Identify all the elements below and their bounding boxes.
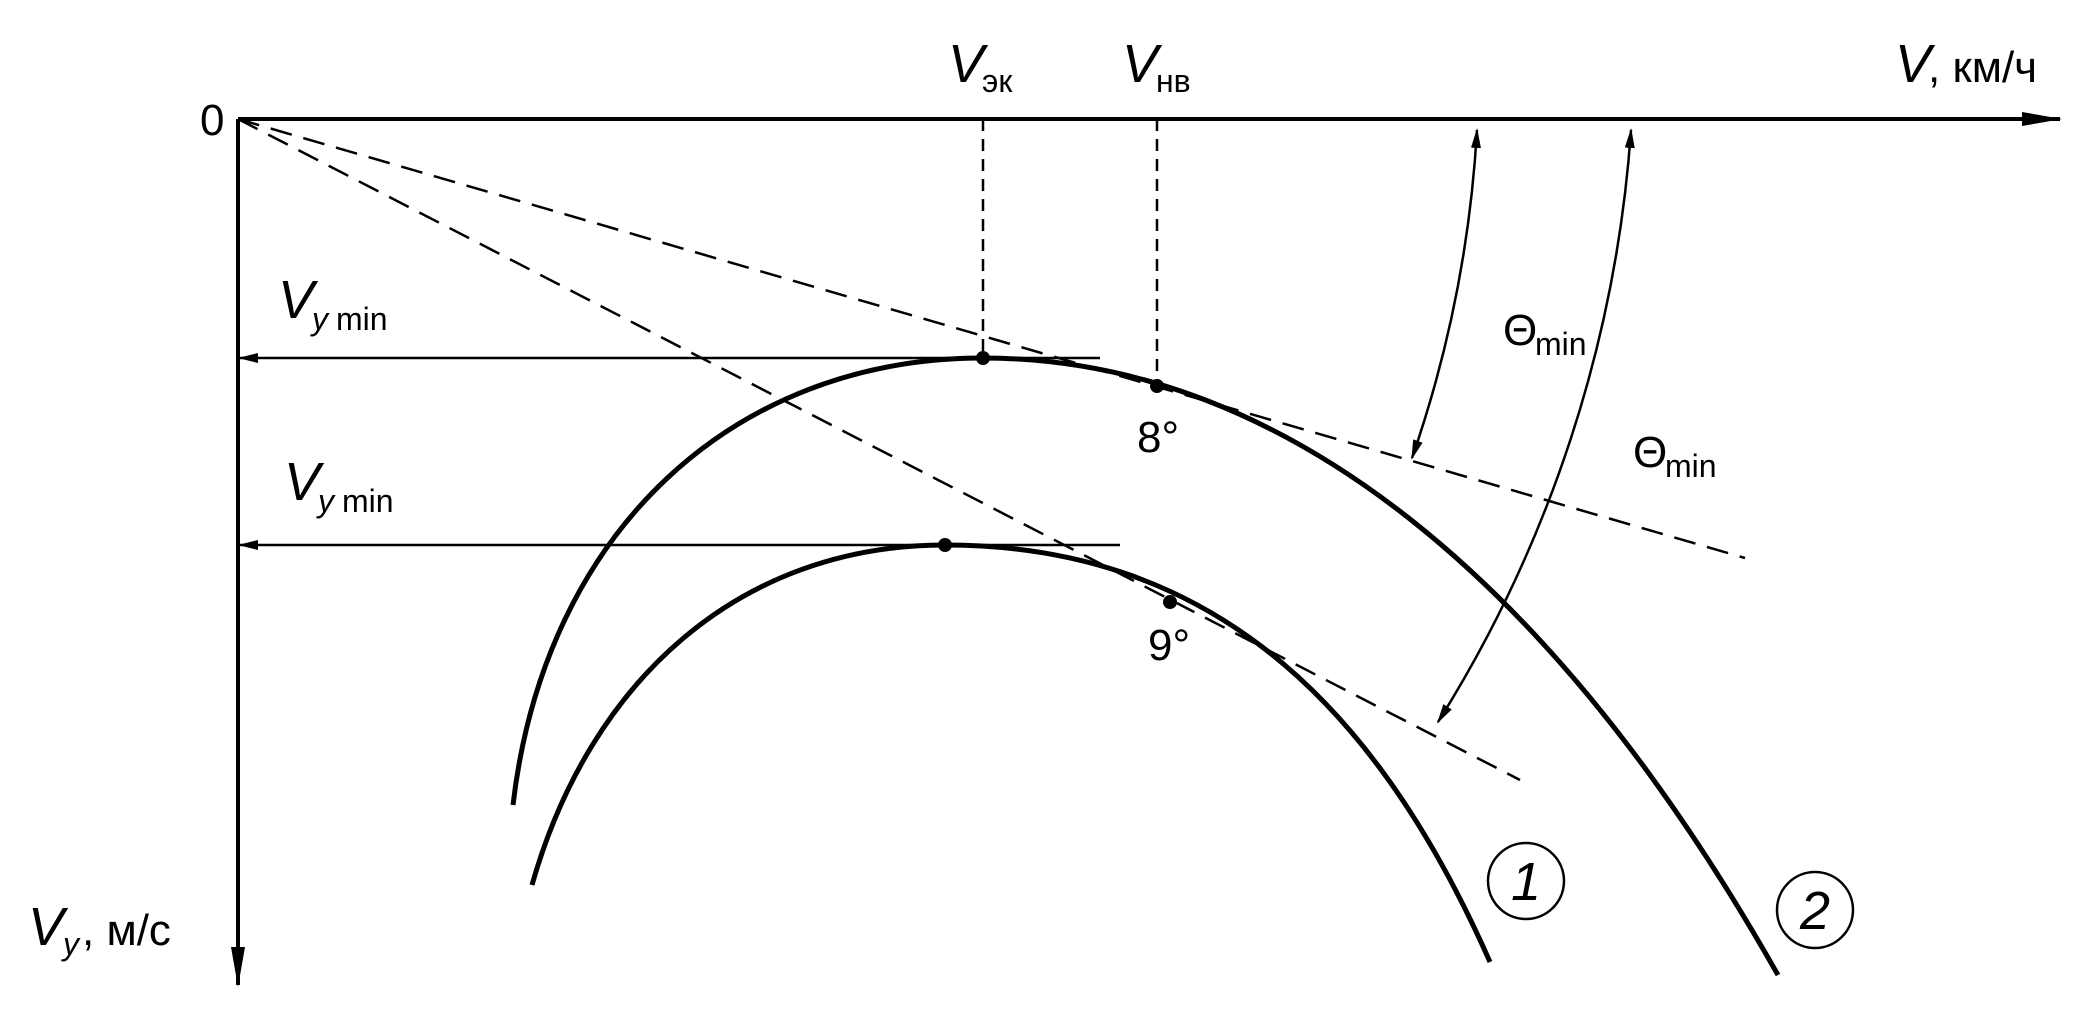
origin-label: 0 [200, 96, 224, 145]
svg-text:y: y [310, 301, 330, 337]
svg-text:V: V [948, 34, 989, 94]
svg-text:min: min [336, 301, 388, 337]
vy-min-label-lower: V y min [284, 452, 394, 519]
best-glide-speed-label: V нв [1122, 34, 1191, 99]
svg-text:V: V [1895, 34, 1936, 94]
tangent-line-curve-1 [237, 117, 1521, 782]
angle-of-attack-label-8: 8° [1137, 413, 1179, 462]
polar-curve-1 [529, 542, 1493, 964]
svg-text:, м/с: , м/с [82, 906, 171, 955]
theta-arc-lower [1436, 128, 1635, 724]
svg-text:V: V [284, 452, 325, 512]
theta-min-label-upper: Θ min [1503, 306, 1587, 362]
svg-text:min: min [1665, 448, 1717, 484]
svg-text:y: y [61, 926, 81, 962]
economy-speed-label: V эк [948, 34, 1013, 99]
angle-of-attack-label-9: 9° [1148, 621, 1190, 670]
svg-text:Θ: Θ [1633, 428, 1667, 477]
svg-text:1: 1 [1511, 852, 1541, 912]
theta-arc-upper [1410, 128, 1481, 460]
curve-label-1: 1 [1486, 841, 1566, 921]
svg-text:Θ: Θ [1503, 306, 1537, 355]
best-glide-point-curve-1 [1163, 595, 1177, 609]
best-glide-point-curve-2 [1150, 379, 1164, 393]
svg-text:min: min [342, 483, 394, 519]
svg-text:2: 2 [1799, 881, 1830, 941]
y-axis-label: V y , м/с [28, 897, 171, 962]
theta-min-label-lower: Θ min [1633, 428, 1717, 484]
svg-text:эк: эк [982, 63, 1013, 99]
svg-text:V: V [1122, 34, 1163, 94]
svg-text:V: V [278, 270, 319, 330]
x-axis-label: V , км/ч [1895, 34, 2037, 94]
svg-text:V: V [28, 897, 69, 957]
apex-point-curve-1 [938, 538, 952, 552]
svg-text:нв: нв [1156, 63, 1191, 99]
svg-text:, км/ч: , км/ч [1928, 43, 2037, 92]
curve-label-2: 2 [1775, 870, 1855, 950]
svg-text:min: min [1535, 326, 1587, 362]
apex-point-curve-2 [976, 351, 990, 365]
vy-min-label-upper: V y min [278, 270, 388, 337]
svg-text:y: y [316, 483, 336, 519]
